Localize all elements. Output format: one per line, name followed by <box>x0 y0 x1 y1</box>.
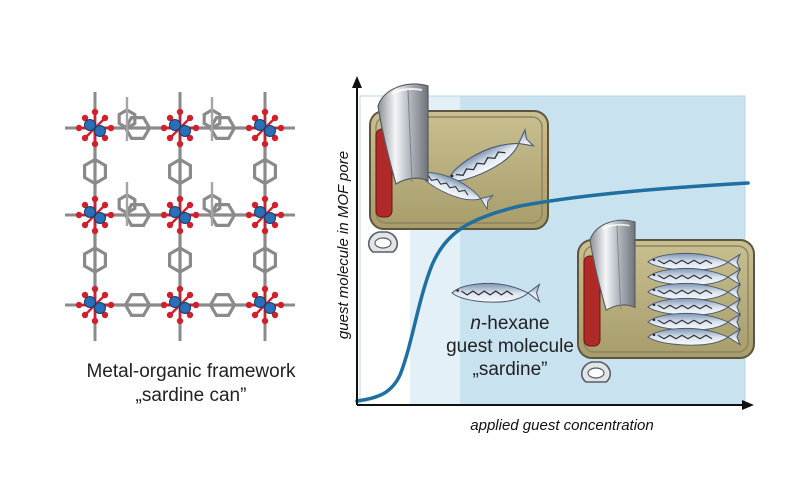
mof-lattice-icon <box>65 92 295 341</box>
y-axis-label: guest molecule in MOF pore <box>335 151 352 339</box>
guest-label-line2: guest molecule <box>446 336 574 357</box>
guest-label-line3: „sardine” <box>472 359 548 380</box>
guest-label-rest: -hexane <box>480 313 550 334</box>
x-axis-label: applied guest concentration <box>470 417 653 434</box>
adsorption-curve <box>355 181 750 403</box>
guest-label-prefix: n <box>470 313 481 334</box>
axes <box>352 76 754 410</box>
mof-caption-line1: Metal-organic framework <box>86 361 296 382</box>
guest-label: n-hexane guest molecule „sardine” <box>440 312 580 381</box>
guest-label-line1: n-hexane <box>440 312 580 335</box>
mof-caption: Metal-organic framework „sardine can” <box>56 360 326 408</box>
mof-caption-line2: „sardine can” <box>135 385 247 406</box>
pull-tab-icon <box>580 361 612 383</box>
pull-tab-icon <box>367 231 399 253</box>
